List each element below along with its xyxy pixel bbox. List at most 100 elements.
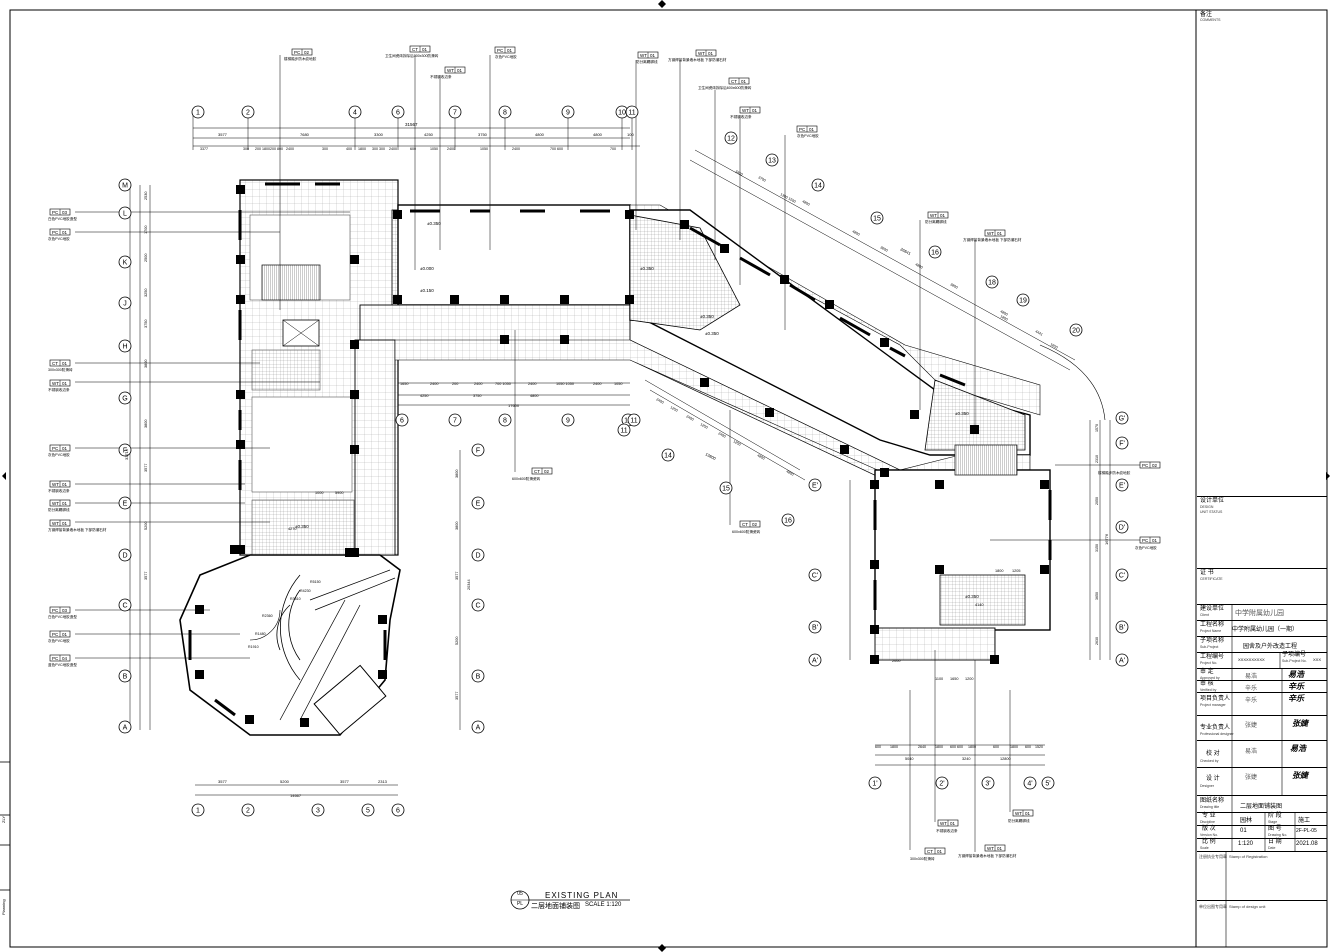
grid-bubble-diag-18: 18 [985, 275, 999, 289]
reg-stamp-label-en: Stamp of Registration [1229, 854, 1268, 859]
radius-mark: R2360 [262, 614, 273, 618]
grid-bubble-mid-row-F: F [471, 443, 485, 457]
grid-bubble-bottom-right-4': 4' [1023, 776, 1037, 790]
dim-top-row2: 200 800 [270, 147, 283, 151]
client-value: 中学附属幼儿园 [1235, 610, 1284, 617]
dim-mid-vert: 3800 [455, 470, 459, 478]
dim-diag-low: 2400 [718, 431, 727, 438]
dim-right-vert: 2310 [1095, 455, 1099, 463]
svg-text:防分离踢脚线: 防分离踢脚线 [925, 219, 947, 224]
svg-text:01: 01 [708, 51, 714, 56]
level-mark: ±0.350 [955, 411, 969, 416]
dim-bottom-row: 2313 [378, 779, 388, 784]
svg-text:灰色PVC地胶: 灰色PVC地胶 [48, 638, 70, 643]
subproject-label-en: Sub-Project [1200, 645, 1219, 649]
grid-bubble-mid-row-B: B [471, 669, 485, 683]
svg-text:3: 3 [316, 808, 320, 815]
dim-right-vert: 3650 [1095, 592, 1099, 600]
dim-right-bottom-1: 1800 [935, 745, 943, 749]
svg-text:CT: CT [52, 361, 58, 366]
dim-left-vert: 3750 [144, 320, 148, 328]
grid-bubble-right-F': F' [1115, 436, 1129, 450]
dim-left-vert: 2530 [144, 192, 148, 200]
grid-bubble-right-left-B': B' [808, 620, 822, 634]
dim-diag-low: 4800 [786, 469, 795, 476]
svg-text:E': E' [812, 483, 818, 490]
svg-text:E': E' [1119, 483, 1125, 490]
drawing-title-label: 图纸名称 [1200, 798, 1225, 804]
svg-text:01: 01 [940, 213, 946, 218]
version-value: 01 [1240, 828, 1247, 834]
svg-text:E: E [123, 501, 128, 508]
svg-text:01: 01 [62, 632, 68, 637]
drawing-title-block [510, 890, 630, 910]
dim-right-bottom-2: 12800 [1000, 757, 1011, 761]
room-dim: 1200 [965, 677, 973, 681]
dim-right-bottom-1: 600 [875, 745, 881, 749]
room-dim: 1800 [995, 569, 1003, 573]
dim-right-bottom-2: 3240 [962, 757, 970, 761]
svg-text:PC: PC [294, 50, 301, 55]
dim-diag-total: 26841 [900, 246, 913, 256]
dim-mid-row2: 4800 [530, 394, 538, 398]
svg-text:8: 8 [503, 110, 507, 117]
svg-text:WT: WT [1015, 811, 1022, 816]
svg-text:不锈钢收边条: 不锈钢收边条 [936, 828, 958, 833]
svg-text:方钢焊接背景墙木地板 下部防潮石材: 方钢焊接背景墙木地板 下部防潮石材 [963, 237, 1022, 242]
svg-text:PC: PC [52, 446, 59, 451]
svg-text:CT: CT [731, 79, 737, 84]
leader-lines [75, 55, 1140, 852]
prof-label: 专业负责人 [1200, 725, 1231, 731]
approved-name: 易浩 [1245, 674, 1258, 680]
dim-left-vert: 3250 [144, 289, 148, 297]
comments-label-en: COMMENTS [1200, 18, 1221, 22]
grid-bubble-diag-14: 14 [811, 178, 825, 192]
svg-text:01: 01 [809, 127, 815, 132]
grid-bubble-top-4: 4 [348, 105, 362, 119]
grid-bubble-bottom-3: 3 [311, 803, 325, 817]
svg-text:300x300防滑砖: 300x300防滑砖 [910, 856, 935, 861]
discipline-value: 园林 [1240, 818, 1253, 824]
grid-bubble-right-left-E': E' [808, 478, 822, 492]
svg-text:WT: WT [698, 51, 705, 56]
svg-text:11: 11 [620, 428, 627, 435]
approved-signature: 易浩 [1288, 669, 1304, 679]
designer-label-en: Designer [1200, 784, 1215, 788]
grid-bubble-lowdiag-16: 16 [781, 513, 795, 527]
level-mark: ±0.350 [295, 524, 309, 529]
svg-text:6: 6 [400, 418, 404, 425]
level-mark: ±0.350 [700, 314, 714, 319]
dim-top-row1: 4250 [424, 132, 434, 137]
sheet-code: PL [516, 901, 524, 907]
date-label-en: Date [1268, 846, 1276, 850]
checked-signature: 易浩 [1290, 743, 1306, 753]
grid-bubble-row-L: L [118, 206, 132, 220]
grid-bubble-bottom-2: 2 [241, 803, 255, 817]
grid-bubble-mid-row-A: A [471, 720, 485, 734]
svg-text:4: 4 [353, 110, 357, 117]
grid-bubble-right-B': B' [1115, 620, 1129, 634]
dim-top-row2: 1800 [358, 147, 366, 151]
svg-text:300x300防滑砖: 300x300防滑砖 [48, 367, 73, 372]
dim-diag-top: 3700 [758, 175, 767, 182]
svg-text:PC: PC [497, 48, 504, 53]
dim-top-row1: 3750 [478, 132, 488, 137]
scale-label: 比 例 [1202, 839, 1216, 845]
grid-bubble-lowdiag-15: 15 [719, 481, 733, 495]
grid-bubble-row-K: K [118, 255, 132, 269]
approved-label: 审 定 [1200, 669, 1214, 675]
dim-right-vert: 3150 [1095, 544, 1099, 552]
prof-name: 张婕 [1245, 723, 1258, 729]
drawing-no-label: 图 号 [1268, 826, 1282, 832]
svg-text:G': G' [1119, 416, 1126, 423]
svg-text:CT: CT [412, 47, 418, 52]
grid-bubble-bottom-right-1': 1' [868, 776, 882, 790]
